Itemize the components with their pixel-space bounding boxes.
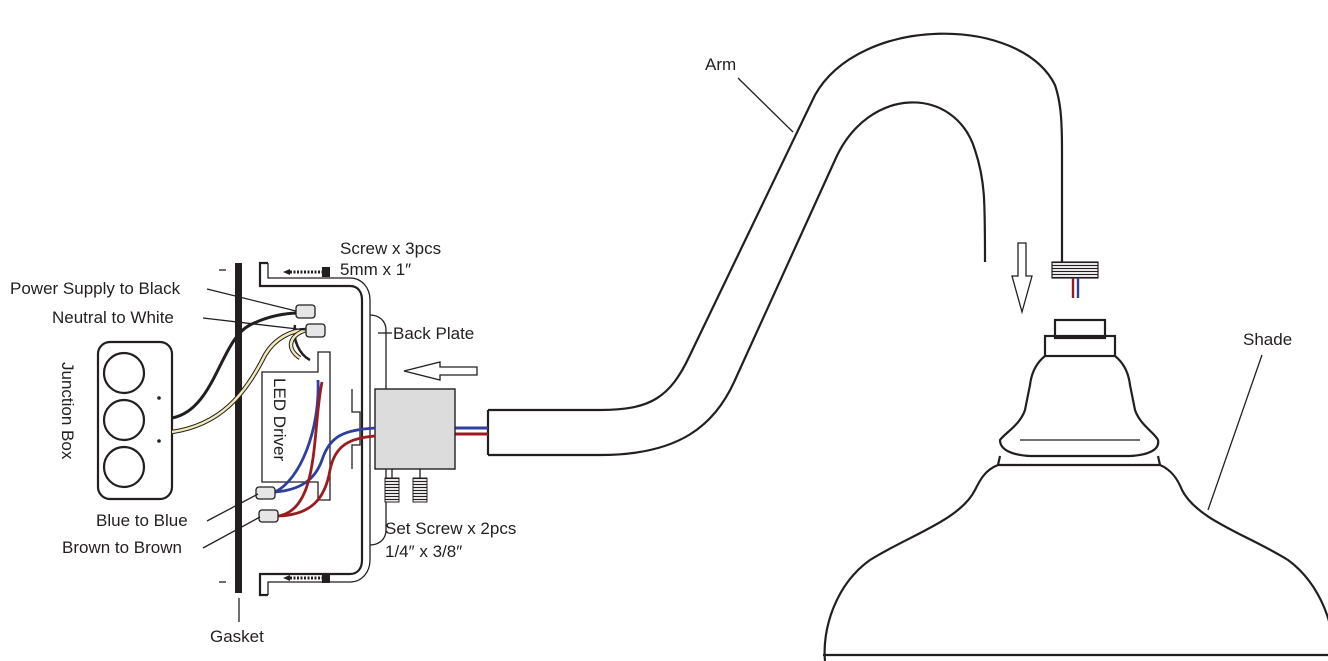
brown-to-brown-label-group: Brown to Brown <box>62 516 261 557</box>
led-driver: LED Driver <box>261 351 331 501</box>
shade-label-group: Shade <box>1207 330 1292 511</box>
wire-connector <box>295 304 316 319</box>
gooseneck-arm <box>455 32 1099 457</box>
screw-label-line2: 5mm x 1″ <box>340 260 411 279</box>
back-plate-label: Back Plate <box>393 324 474 343</box>
blue-to-blue-label: Blue to Blue <box>96 511 188 530</box>
set-screw-label-line2: 1/4″ x 3/8″ <box>385 542 462 561</box>
arm-leader-line <box>737 77 794 133</box>
arm-housing <box>351 388 456 470</box>
arm-label: Arm <box>705 55 736 74</box>
screw-label-line1: Screw x 3pcs <box>340 239 441 258</box>
junction-box-label: Junction Box <box>58 362 77 460</box>
set-screw-icon <box>384 469 428 503</box>
shade-label: Shade <box>1243 330 1292 349</box>
power-supply-label: Power Supply to Black <box>10 279 181 298</box>
gasket <box>219 263 242 622</box>
screw-icon <box>283 573 330 583</box>
gasket-label: Gasket <box>210 627 264 646</box>
neutral-label-group: Neutral to White <box>52 308 307 331</box>
power-supply-label-group: Power Supply to Black <box>10 279 297 312</box>
wires <box>171 304 376 523</box>
left-arrow-icon <box>403 361 478 381</box>
blue-to-blue-label-group: Blue to Blue <box>96 493 259 530</box>
set-screw-label-line1: Set Screw x 2pcs <box>385 519 516 538</box>
shade <box>823 318 1328 661</box>
screw-icon <box>283 267 330 277</box>
junction-box <box>96 340 174 501</box>
back-plate-label-group: Back Plate <box>378 324 474 343</box>
arm-label-group: Arm <box>705 55 794 133</box>
wire-connector <box>258 509 279 523</box>
down-arrow-icon <box>1011 242 1033 315</box>
brown-to-brown-label: Brown to Brown <box>62 538 182 557</box>
wire-connector <box>305 323 326 338</box>
wire-connector <box>255 486 276 500</box>
led-driver-label: LED Driver <box>270 378 289 461</box>
neutral-label: Neutral to White <box>52 308 174 327</box>
shade-leader-line <box>1207 354 1263 511</box>
